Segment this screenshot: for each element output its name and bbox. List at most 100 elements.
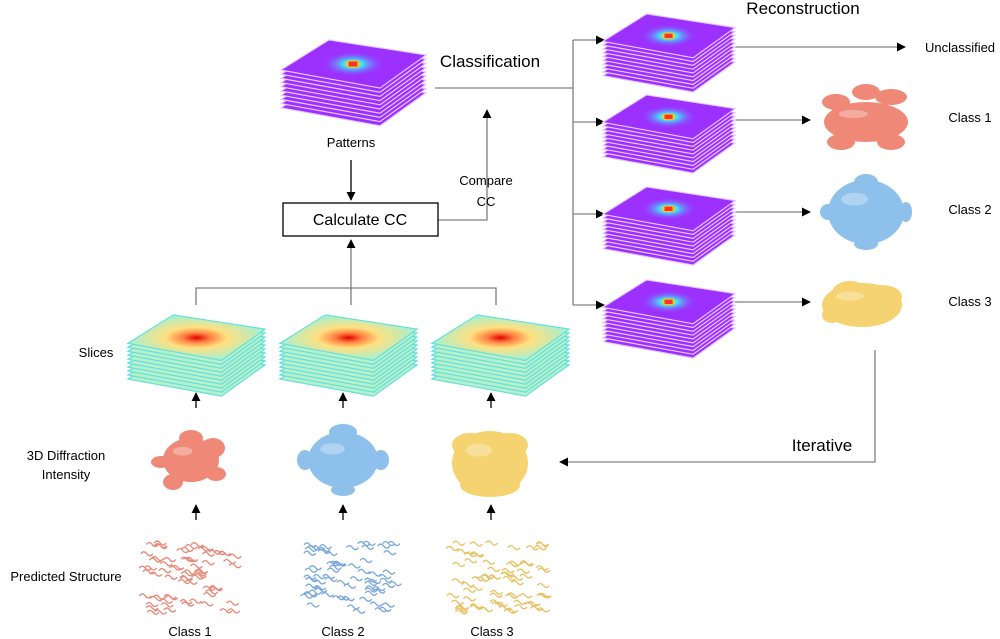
helix-ribbon bbox=[462, 596, 476, 602]
helix-ribbon bbox=[507, 544, 521, 551]
blob-lobe bbox=[832, 281, 868, 305]
blob-highlight bbox=[836, 291, 864, 301]
blob-lobe bbox=[852, 84, 880, 100]
reconstruction-class-label-3: Class 3 bbox=[948, 294, 991, 309]
connector-lines bbox=[191, 35, 906, 520]
blob-lobe bbox=[331, 484, 355, 496]
helix-ribbon bbox=[359, 596, 373, 602]
helix-ribbon bbox=[177, 578, 191, 585]
helix-ribbon bbox=[487, 566, 501, 573]
stack-top-layer bbox=[430, 314, 571, 361]
helix-ribbon bbox=[530, 605, 544, 612]
reconstruction-label: Reconstruction bbox=[746, 0, 859, 18]
helix-ribbon bbox=[213, 549, 227, 556]
helix-ribbon bbox=[140, 551, 154, 557]
helix-ribbon bbox=[193, 573, 207, 579]
helix-ribbon bbox=[159, 561, 173, 567]
helix-ribbon bbox=[329, 560, 343, 566]
compare-label-line2: CC bbox=[477, 194, 496, 209]
helix-ribbon bbox=[364, 587, 378, 593]
helix-ribbon bbox=[305, 583, 319, 589]
helix-ribbon bbox=[190, 542, 204, 548]
helix-ribbon bbox=[181, 601, 195, 607]
blob-lobe bbox=[820, 204, 836, 220]
helix-ribbon bbox=[313, 585, 327, 591]
helix-ribbon bbox=[308, 589, 322, 595]
helix-ribbon bbox=[501, 571, 515, 577]
helix-ribbon bbox=[494, 601, 508, 607]
blob-lobe bbox=[862, 285, 902, 309]
helix-ribbon bbox=[519, 560, 533, 566]
blob-lobe bbox=[460, 473, 520, 497]
intensity-class3 bbox=[452, 431, 528, 497]
helix-ribbon bbox=[223, 558, 237, 565]
helix-ribbon bbox=[303, 591, 317, 597]
helix-ribbon bbox=[476, 576, 490, 582]
helix-ribbon bbox=[201, 551, 215, 557]
helix-ribbon bbox=[452, 540, 466, 546]
arrow-compare-cc bbox=[438, 109, 492, 221]
pattern-center bbox=[663, 32, 674, 40]
helix-ribbon bbox=[179, 599, 193, 605]
helix-ribbon bbox=[182, 556, 196, 563]
calculate-cc-box bbox=[282, 202, 439, 237]
helix-ribbon bbox=[510, 580, 524, 586]
helix-ribbon bbox=[368, 578, 382, 585]
helix-ribbon bbox=[513, 599, 527, 605]
pattern-center bbox=[663, 298, 674, 306]
helix-ribbon bbox=[536, 607, 550, 613]
helix-ribbon bbox=[359, 557, 373, 564]
helix-ribbon bbox=[454, 607, 468, 613]
patterns-stack bbox=[279, 39, 428, 127]
helix-ribbon bbox=[154, 609, 168, 615]
helix-ribbon bbox=[179, 575, 193, 581]
slices-stack-class3 bbox=[430, 314, 571, 397]
slices-label: Slices bbox=[79, 345, 114, 360]
helix-ribbon bbox=[208, 585, 223, 591]
helix-ribbon bbox=[227, 608, 241, 614]
unclassified-label: Unclassified bbox=[925, 40, 995, 55]
helix-ribbon bbox=[519, 573, 533, 579]
helix-ribbon bbox=[505, 607, 519, 613]
helix-ribbon bbox=[164, 574, 178, 580]
helix-ribbon bbox=[149, 571, 163, 577]
classification-label: Classification bbox=[440, 52, 540, 71]
blob-highlight bbox=[841, 192, 868, 206]
blob-lobe bbox=[492, 433, 528, 457]
helix-ribbon bbox=[145, 605, 159, 611]
helix-ribbon bbox=[533, 545, 547, 551]
helix-ribbon bbox=[451, 599, 465, 605]
helix-ribbon bbox=[347, 563, 361, 569]
helix-ribbon bbox=[336, 595, 350, 601]
helix-ribbon bbox=[535, 565, 549, 571]
helix-ribbon bbox=[345, 544, 359, 551]
predicted-structure-class2 bbox=[300, 540, 402, 614]
helix-ribbon bbox=[357, 568, 371, 575]
blob-lobe bbox=[373, 450, 389, 470]
iterative-label: Iterative bbox=[792, 436, 852, 455]
helix-ribbon bbox=[470, 551, 484, 557]
helix-ribbon bbox=[159, 598, 173, 604]
helix-ribbon bbox=[383, 550, 397, 556]
helix-ribbon bbox=[201, 560, 215, 566]
helix-ribbon bbox=[388, 580, 402, 587]
helix-ribbon bbox=[349, 576, 363, 582]
helix-ribbon bbox=[381, 602, 395, 608]
compare-label-line1: Compare bbox=[459, 173, 512, 188]
intensity-class2 bbox=[297, 424, 389, 496]
helix-ribbon bbox=[163, 594, 177, 600]
helix-ribbon bbox=[514, 604, 528, 610]
helix-ribbon bbox=[144, 565, 158, 571]
helix-ribbon bbox=[498, 605, 512, 611]
helix-ribbon bbox=[163, 556, 177, 563]
reconstruction-stack-3 bbox=[601, 279, 737, 359]
blob-lobe bbox=[179, 430, 203, 446]
predicted-structure-class1 bbox=[138, 540, 242, 615]
blob-highlight bbox=[320, 443, 345, 455]
helix-ribbon bbox=[197, 546, 211, 552]
helix-ribbon bbox=[361, 544, 375, 551]
helix-ribbon bbox=[146, 609, 160, 615]
helix-ribbon bbox=[226, 600, 240, 606]
